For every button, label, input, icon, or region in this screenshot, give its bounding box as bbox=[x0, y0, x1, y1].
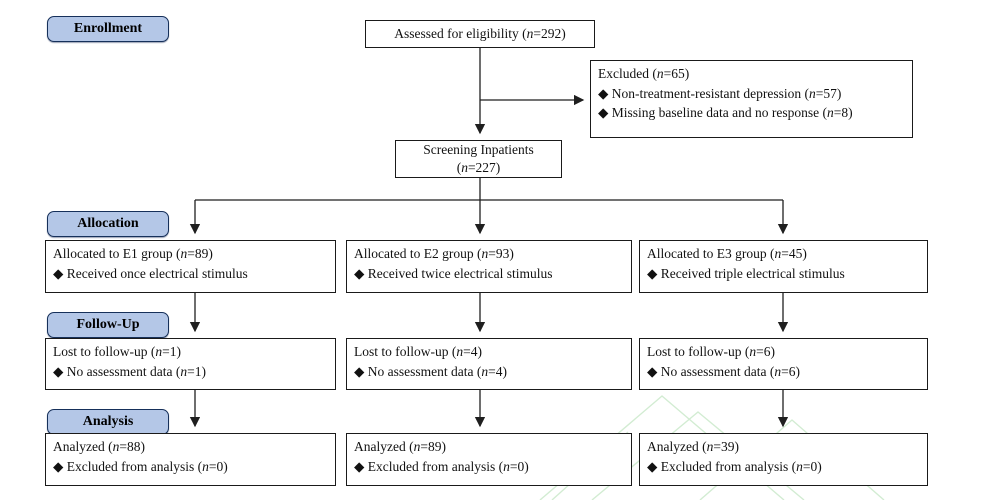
followup-bullet: ◆ No assessment data (n=4) bbox=[354, 363, 507, 379]
allocation-bullet: ◆ Received triple electrical stimulus bbox=[647, 265, 845, 281]
analysis-title: Analyzed (n=39) bbox=[647, 439, 739, 454]
stage-label-analysis: Analysis bbox=[47, 409, 169, 435]
followup-title: Lost to follow-up (n=4) bbox=[354, 344, 482, 359]
stage-label-allocation: Allocation bbox=[47, 211, 169, 237]
analysis-bullet: ◆ Excluded from analysis (n=0) bbox=[354, 458, 529, 474]
followup-box-e2: Lost to follow-up (n=4) ◆ No assessment … bbox=[346, 338, 632, 390]
followup-bullet: ◆ No assessment data (n=1) bbox=[53, 363, 206, 379]
allocation-box-e2: Allocated to E2 group (n=93) ◆ Received … bbox=[346, 240, 632, 293]
allocation-box-e3: Allocated to E3 group (n=45) ◆ Received … bbox=[639, 240, 928, 293]
allocation-title: Allocated to E2 group (n=93) bbox=[354, 246, 514, 261]
excluded-title: Excluded (n=65) bbox=[598, 66, 690, 81]
screening-line2: (n=227) bbox=[456, 160, 501, 175]
excluded-box: Excluded (n=65) ◆ Non-treatment-resistan… bbox=[590, 60, 913, 138]
followup-box-e3: Lost to follow-up (n=6) ◆ No assessment … bbox=[639, 338, 928, 390]
followup-title: Lost to follow-up (n=6) bbox=[647, 344, 775, 359]
excluded-bullet: ◆ Missing baseline data and no response … bbox=[598, 105, 853, 121]
analysis-bullet: ◆ Excluded from analysis (n=0) bbox=[53, 458, 228, 474]
allocation-title: Allocated to E3 group (n=45) bbox=[647, 246, 807, 261]
excluded-bullet: ◆ Non-treatment-resistant depression (n=… bbox=[598, 85, 842, 101]
assessed-box: Assessed for eligibility (n=292) bbox=[365, 20, 595, 48]
screening-line1: Screening Inpatients bbox=[423, 142, 534, 158]
stage-label-enrollment: Enrollment bbox=[47, 16, 169, 42]
assessed-text: Assessed for eligibility (n=292) bbox=[394, 26, 566, 42]
allocation-bullet: ◆ Received once electrical stimulus bbox=[53, 265, 248, 281]
analysis-box-e3: Analyzed (n=39) ◆ Excluded from analysis… bbox=[639, 433, 928, 486]
analysis-box-e2: Analyzed (n=89) ◆ Excluded from analysis… bbox=[346, 433, 632, 486]
analysis-box-e1: Analyzed (n=88) ◆ Excluded from analysis… bbox=[45, 433, 336, 486]
analysis-title: Analyzed (n=88) bbox=[53, 439, 145, 454]
allocation-title: Allocated to E1 group (n=89) bbox=[53, 246, 213, 261]
followup-title: Lost to follow-up (n=1) bbox=[53, 344, 181, 359]
analysis-bullet: ◆ Excluded from analysis (n=0) bbox=[647, 458, 822, 474]
screening-box: Screening Inpatients (n=227) bbox=[395, 140, 562, 178]
followup-box-e1: Lost to follow-up (n=1) ◆ No assessment … bbox=[45, 338, 336, 390]
followup-bullet: ◆ No assessment data (n=6) bbox=[647, 363, 800, 379]
allocation-box-e1: Allocated to E1 group (n=89) ◆ Received … bbox=[45, 240, 336, 293]
allocation-bullet: ◆ Received twice electrical stimulus bbox=[354, 265, 553, 281]
analysis-title: Analyzed (n=89) bbox=[354, 439, 446, 454]
stage-label-followup: Follow-Up bbox=[47, 312, 169, 338]
